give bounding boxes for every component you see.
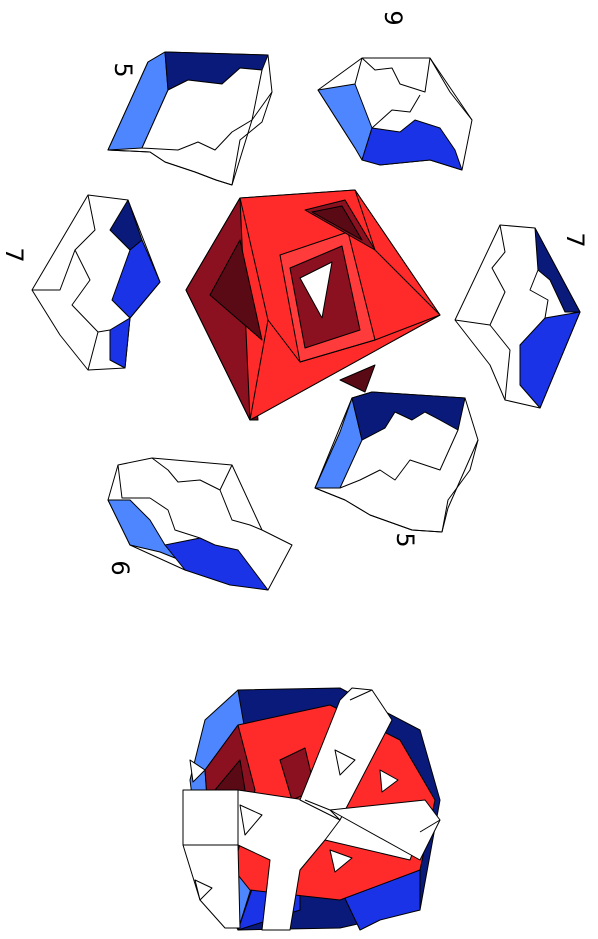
- piece-top-right: [317, 57, 473, 171]
- label-piece-top-left: 5: [109, 62, 137, 77]
- label-piece-mid-left: 7: [0, 247, 28, 262]
- label-piece-low-left: 6: [106, 560, 134, 575]
- piece-low-right: [314, 391, 479, 533]
- piece-low-left: [107, 457, 293, 591]
- label-piece-low-right: 5: [391, 532, 419, 547]
- piece-top-left: [107, 51, 273, 186]
- piece-mid-left: [31, 194, 161, 371]
- label-piece-mid-right: 7: [561, 232, 589, 247]
- red-core-frame: [185, 189, 441, 421]
- piece-mid-right: [454, 224, 581, 409]
- label-piece-top-right: 9: [379, 10, 407, 25]
- assembled-puzzle: [182, 687, 441, 931]
